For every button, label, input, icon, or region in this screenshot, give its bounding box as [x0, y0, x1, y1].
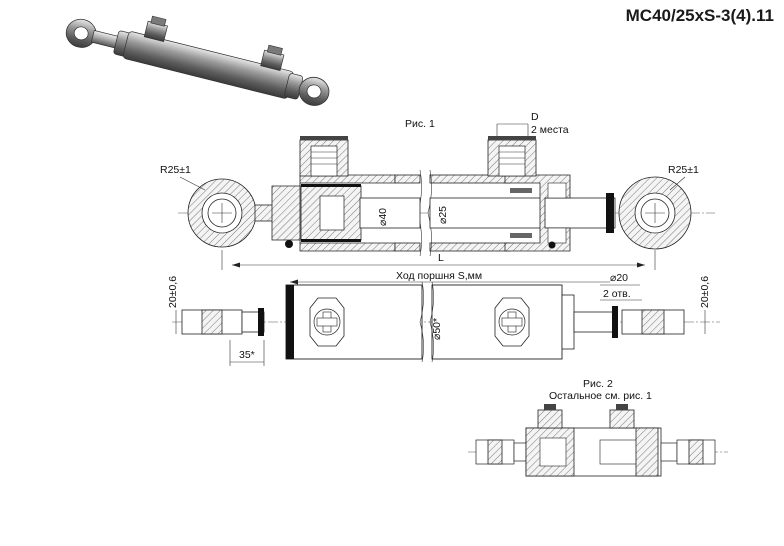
- ports-count-label: 2 места: [531, 124, 569, 136]
- radius-left-label: R25±1: [160, 164, 191, 176]
- figure-1-section: Рис. 1 D 2 места R25±1: [160, 111, 715, 270]
- figure-1-side-view: Ход поршня S,мм 20±0,6 ⌀50*: [167, 270, 720, 366]
- figure-1-caption: Рис. 1: [405, 118, 435, 130]
- length-label: L: [438, 252, 444, 264]
- eye-width-left-label: 20±0,6: [167, 276, 179, 308]
- eye-width-right-label: 20±0,6: [699, 276, 711, 308]
- figure-2-note: Остальное см. рис. 1: [549, 390, 652, 402]
- tube-dia-label: ⌀50*: [431, 318, 443, 340]
- hole-dia-label: ⌀20: [610, 272, 628, 284]
- stroke-label: Ход поршня S,мм: [396, 270, 482, 282]
- model-title: MC40/25xS-3(4).11: [625, 6, 774, 25]
- port-boss-left: [309, 297, 345, 347]
- holes-count-label: 2 отв.: [603, 288, 631, 300]
- figure-2-caption: Рис. 2: [583, 378, 613, 390]
- port-d-label: D: [531, 111, 539, 123]
- figure-2-variant: Рис. 2 Остальное см. рис. 1: [468, 378, 728, 477]
- cylinder-3d-render: [65, 15, 330, 106]
- radius-right-label: R25±1: [668, 164, 699, 176]
- bore-dia-label: ⌀40: [377, 208, 389, 226]
- dim-35-label: 35*: [239, 349, 255, 361]
- port-boss-right: [494, 297, 530, 347]
- rod-dia-label: ⌀25: [437, 206, 449, 224]
